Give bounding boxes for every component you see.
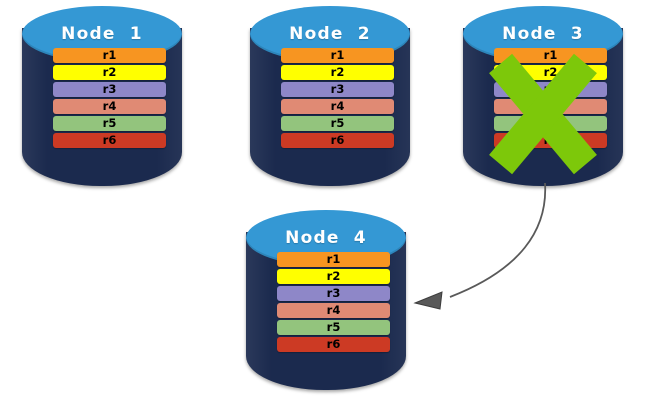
node-card-node-4[interactable]: Node 4 r1 r2 r3 r4 r5 r6 — [246, 210, 406, 390]
node-card-node-3[interactable]: Node 3 r1 r2 r3 r4 r5 r6 — [463, 6, 623, 186]
replica-bar-r5[interactable]: r5 — [494, 116, 607, 131]
replica-bar-r5[interactable]: r5 — [53, 116, 166, 131]
replica-bar-r2[interactable]: r2 — [494, 65, 607, 80]
replica-bar-r1[interactable]: r1 — [53, 48, 166, 63]
node-title: Node 3 — [502, 24, 584, 44]
replica-bar-r6[interactable]: r6 — [281, 133, 394, 148]
replica-bar-r2[interactable]: r2 — [281, 65, 394, 80]
replica-bar-r1[interactable]: r1 — [281, 48, 394, 63]
replica-bar-r1[interactable]: r1 — [277, 252, 390, 267]
replica-bar-r5[interactable]: r5 — [281, 116, 394, 131]
replica-bar-r4[interactable]: r4 — [53, 99, 166, 114]
replica-list: r1 r2 r3 r4 r5 r6 — [494, 48, 607, 148]
replica-bar-r6[interactable]: r6 — [53, 133, 166, 148]
replica-bar-r4[interactable]: r4 — [281, 99, 394, 114]
replica-bar-r3[interactable]: r3 — [53, 82, 166, 97]
replica-list: r1 r2 r3 r4 r5 r6 — [53, 48, 166, 148]
node-title: Node 2 — [289, 24, 371, 44]
replica-bar-r4[interactable]: r4 — [494, 99, 607, 114]
replica-bar-r3[interactable]: r3 — [494, 82, 607, 97]
replica-bar-r4[interactable]: r4 — [277, 303, 390, 318]
replica-bar-r2[interactable]: r2 — [277, 269, 390, 284]
replica-bar-r1[interactable]: r1 — [494, 48, 607, 63]
node-title: Node 4 — [285, 228, 367, 248]
node-card-node-1[interactable]: Node 1 r1 r2 r3 r4 r5 r6 — [22, 6, 182, 186]
replica-bar-r6[interactable]: r6 — [494, 133, 607, 148]
replica-list: r1 r2 r3 r4 r5 r6 — [281, 48, 394, 148]
replica-list: r1 r2 r3 r4 r5 r6 — [277, 252, 390, 352]
replica-bar-r3[interactable]: r3 — [281, 82, 394, 97]
replica-bar-r5[interactable]: r5 — [277, 320, 390, 335]
replica-bar-r6[interactable]: r6 — [277, 337, 390, 352]
failover-arrow-head — [413, 291, 443, 310]
node-card-node-2[interactable]: Node 2 r1 r2 r3 r4 r5 r6 — [250, 6, 410, 186]
node-title: Node 1 — [61, 24, 143, 44]
replica-bar-r2[interactable]: r2 — [53, 65, 166, 80]
replica-bar-r3[interactable]: r3 — [277, 286, 390, 301]
failover-arrow-path — [449, 182, 547, 298]
